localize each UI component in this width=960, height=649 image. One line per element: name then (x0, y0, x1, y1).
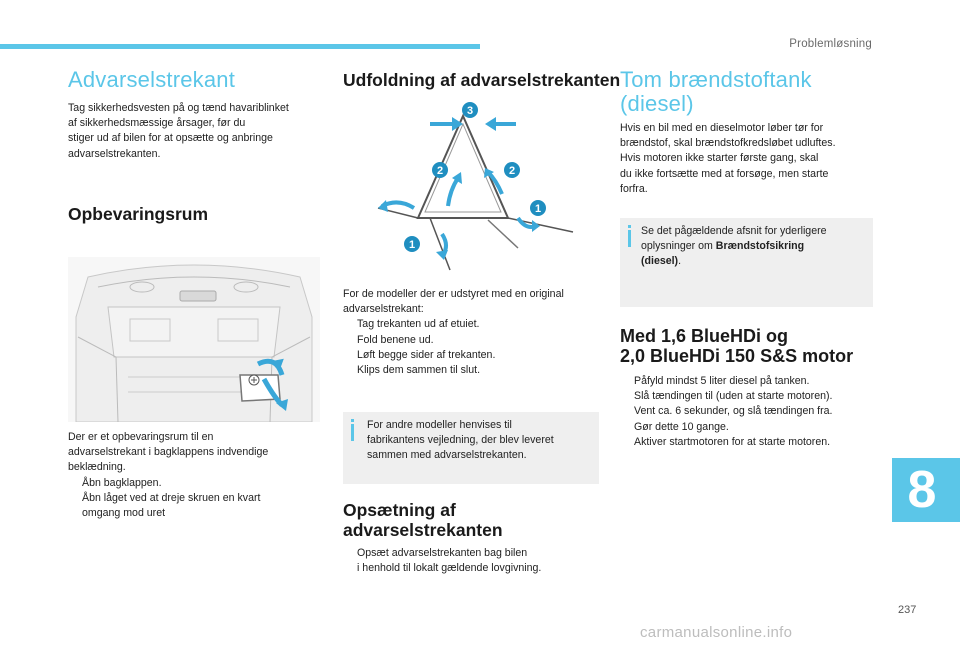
title-engine: Med 1,6 BlueHDi og 2,0 BlueHDi 150 S&S m… (620, 326, 853, 366)
list-item: Åbn bagklappen. (68, 476, 328, 491)
info-line: Se det pågældende afsnit for yderligere (641, 225, 827, 237)
storage-text: Der er et opbevaringsrum til en advarsel… (68, 430, 328, 521)
storage-line: advarselstrekant i bagklappens indvendig… (68, 446, 269, 459)
page-number: 237 (898, 604, 917, 616)
step-text: Slå tændingen til (uden at starte motore… (634, 390, 833, 403)
info-bold: Brændstofsikring (715, 240, 805, 253)
step-text: Fold benene ud. (357, 333, 434, 346)
title-line: advarselstrekanten (343, 520, 503, 540)
empty-tank-text: Hvis en bil med en dieselmotor løber tør… (620, 121, 875, 197)
info-bold: (diesel) (641, 255, 679, 268)
intro-line: For de modeller der er udstyret med en o… (343, 288, 564, 300)
storage-line: beklædning. (68, 461, 126, 474)
callout-label: 1 (409, 239, 415, 251)
setup-steps: Opsæt advarselstrekanten bag bilen i henh… (343, 546, 603, 576)
title-empty-tank: Tom brændstoftank (diesel) (620, 68, 812, 116)
info-line: (diesel). (641, 254, 869, 269)
info-icon (351, 419, 354, 441)
intro-line: brændstof, skal brændstofkredsløbet udlu… (620, 137, 836, 150)
title-warning-triangle: Advarselstrekant (68, 67, 236, 92)
intro-line: Hvis motoren ikke starter første gang, s… (620, 152, 819, 165)
step-text: i henhold til lokalt gældende lovgivning… (357, 562, 542, 575)
step-text: Åbn bagklappen. (82, 476, 162, 489)
list-item: Løft begge sider af trekanten. (343, 348, 603, 363)
info-fragment: . (678, 255, 682, 268)
title-line: Med 1,6 BlueHDi og (620, 326, 789, 346)
title-storage: Opbevaringsrum (68, 204, 209, 224)
storage-steps: Åbn bagklappen. Åbn låget ved at dreje s… (68, 476, 328, 522)
intro-line: du ikke fortsætte med at forsøge, men st… (620, 167, 829, 180)
step-text: Løft begge sider af trekanten. (357, 348, 496, 361)
watermark: carmanualsonline.info (640, 624, 793, 641)
list-item: Aktiver startmotoren for at starte motor… (620, 435, 880, 450)
list-item: Fold benene ud. (343, 333, 603, 348)
step-text: Åbn låget ved at dreje skruen en kvart (82, 491, 261, 504)
step-text: Klips dem sammen til slut. (357, 364, 481, 377)
info-box-fuel-fuse: Se det pågældende afsnit for yderligere … (620, 218, 873, 307)
info-line: oplysninger om Brændstofsikring (641, 239, 869, 254)
intro-line: Hvis en bil med en dieselmotor løber tør… (620, 122, 824, 134)
callout-label: 2 (437, 165, 443, 177)
intro-line: advarselstrekanten. (68, 147, 161, 160)
callout-1-right (530, 200, 546, 216)
section-title: Problemløsning (789, 38, 872, 50)
intro-line: stiger ud af bilen for at opsætte og anb… (68, 132, 273, 145)
step-text: Aktiver startmotoren for at starte motor… (634, 435, 831, 448)
engine-steps: Påfyld mindst 5 liter diesel på tanken. … (620, 374, 880, 450)
chapter-tab: 8 (892, 458, 960, 522)
list-item: Påfyld mindst 5 liter diesel på tanken. (620, 374, 880, 389)
list-item: Vent ca. 6 sekunder, og slå tændingen fr… (620, 404, 880, 419)
callout-2-right (504, 162, 520, 178)
list-item: Gør dette 10 gange. (620, 420, 880, 435)
callout-2-left (432, 162, 448, 178)
callout-label: 1 (535, 203, 541, 215)
info-text: Se det pågældende afsnit for yderligere … (641, 224, 869, 270)
info-box-other-models: For andre modeller henvises til fabrikan… (343, 412, 599, 484)
intro-line: af sikkerhedsmæssige årsager, før du (68, 117, 246, 130)
trunk-storage-illustration (68, 257, 320, 422)
unfolding-steps: Tag trekanten ud af etuiet. Fold benene … (343, 317, 603, 378)
info-line: fabrikantens vejledning, der blev levere… (367, 434, 554, 447)
intro-line: forfra. (620, 182, 648, 195)
callout-label: 3 (467, 105, 473, 117)
chapter-number: 8 (907, 461, 937, 519)
intro-line: advarselstrekant: (343, 303, 424, 316)
list-item: Opsæt advarselstrekanten bag bilen i henh… (343, 546, 603, 576)
step-text: Tag trekanten ud af etuiet. (357, 318, 480, 331)
callout-1-left (404, 236, 420, 252)
callout-3 (462, 102, 478, 118)
callout-label: 2 (509, 165, 515, 177)
header-accent-bar (0, 44, 480, 49)
list-item: Slå tændingen til (uden at starte motore… (620, 389, 880, 404)
intro-text: Tag sikkerhedsvesten på og tænd havaribl… (68, 101, 328, 162)
triangle-unfolding-illustration: 3 2 2 1 1 (377, 102, 574, 271)
intro-line: Tag sikkerhedsvesten på og tænd havaribl… (68, 102, 289, 114)
title-line: Tom brændstoftank (620, 67, 812, 92)
title-setup: Opsætning af advarselstrekanten (343, 500, 503, 540)
info-line: sammen med advarselstrekanten. (367, 449, 527, 462)
list-item: Åbn låget ved at dreje skruen en kvart om… (68, 491, 328, 521)
title-unfolding: Udfoldning af advarselstrekanten (343, 70, 621, 90)
info-fragment: oplysninger om (641, 240, 716, 253)
info-icon (628, 225, 631, 247)
list-item: Tag trekanten ud af etuiet. (343, 317, 603, 332)
info-line: For andre modeller henvises til (367, 419, 512, 431)
info-text: For andre modeller henvises til fabrikan… (367, 418, 595, 464)
storage-line: Der er et opbevaringsrum til en (68, 431, 214, 443)
step-text: Vent ca. 6 sekunder, og slå tændingen fr… (634, 405, 833, 418)
title-line: (diesel) (620, 91, 694, 116)
title-line: 2,0 BlueHDi 150 S&S motor (620, 346, 854, 366)
unfolding-text: For de modeller der er udstyret med en o… (343, 287, 603, 378)
step-text: Påfyld mindst 5 liter diesel på tanken. (634, 375, 810, 387)
title-line: Opsætning af (343, 500, 456, 520)
step-text: Opsæt advarselstrekanten bag bilen (357, 547, 528, 559)
step-text: Gør dette 10 gange. (634, 420, 729, 433)
step-text: omgang mod uret (82, 507, 166, 520)
list-item: Klips dem sammen til slut. (343, 363, 603, 378)
